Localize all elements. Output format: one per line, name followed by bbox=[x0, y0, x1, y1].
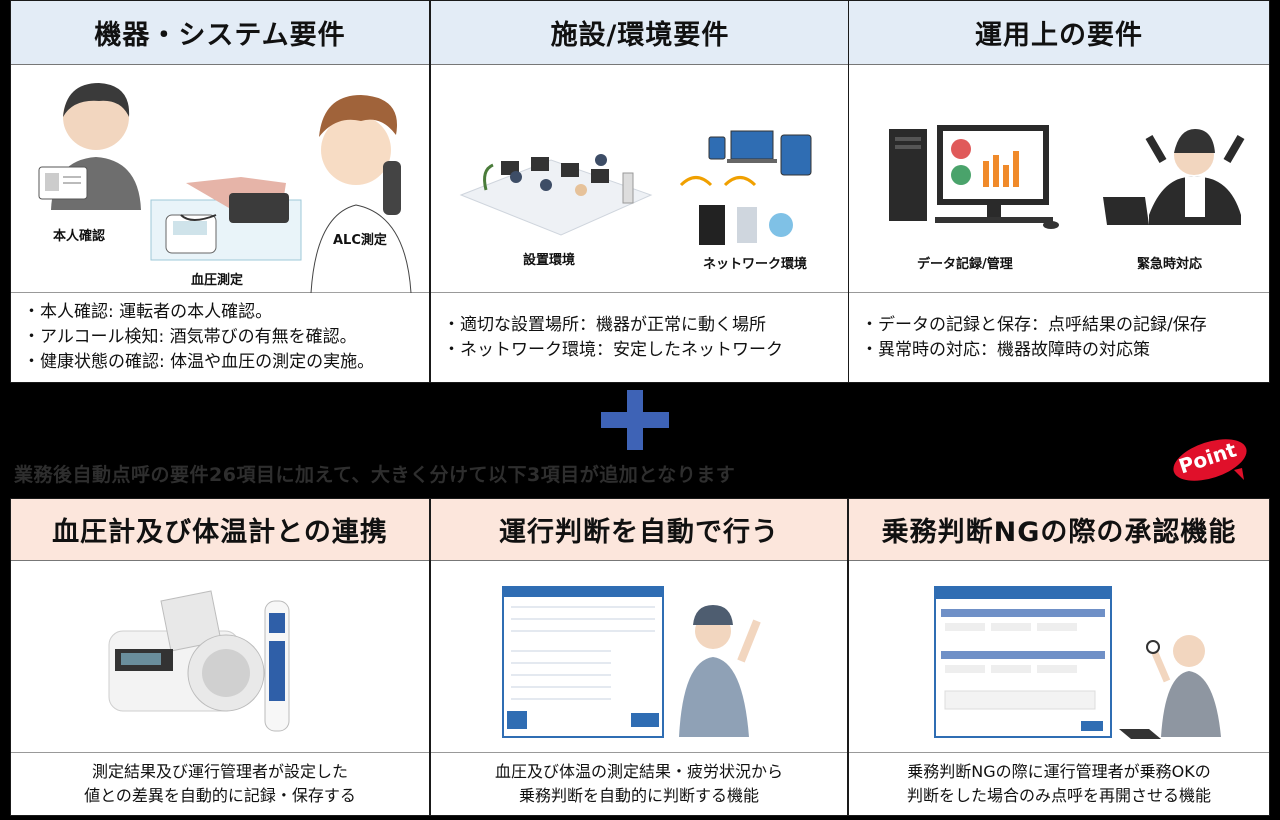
feature-description: 血圧及び体温の測定結果・疲労状況から 乗務判断を自動的に判断する機能 bbox=[431, 753, 847, 815]
description-line: 判断をした場合のみ点呼を再開させる機能 bbox=[906, 786, 1211, 805]
card-facility-requirements: 施設/環境要件 設置環境 bbox=[430, 0, 850, 383]
card-ng-approval: 乗務判断NGの際の承認機能 乗務判断NGの際に運行管理者が乗務OKの bbox=[848, 498, 1270, 816]
bullet-item: ・本人確認: 運転者の本人確認。 bbox=[23, 302, 273, 322]
description-line: 血圧及び体温の測定結果・疲労状況から bbox=[494, 762, 783, 781]
data-emergency-illustration bbox=[889, 125, 1245, 229]
illustration-area: 本人確認 血圧測定 ALC測定 bbox=[11, 65, 429, 293]
illustration-area: 設置環境 ネットワーク環境 bbox=[431, 65, 849, 293]
card-header: 運用上の要件 bbox=[849, 1, 1269, 65]
card-header: 血圧計及び体温計との連携 bbox=[11, 499, 429, 561]
feature-description: 測定結果及び運行管理者が設定した 値との差異を自動的に記録・保存する bbox=[11, 753, 429, 815]
bullet-item: ・データの記録と保存：点呼結果の記録/保存 bbox=[861, 314, 1207, 335]
banner-text: 業務後自動点呼の要件26項目に加えて、大きく分けて以下3項目が追加となります bbox=[14, 464, 736, 486]
illustration-area bbox=[431, 561, 847, 753]
label-network-environment: ネットワーク環境 bbox=[703, 257, 808, 272]
requirements-list: ・本人確認: 運転者の本人確認。 ・アルコール検知: 酒気帯びの有無を確認。 ・… bbox=[11, 293, 429, 382]
card-equipment-requirements: 機器・システム要件 bbox=[10, 0, 430, 383]
card-header: 乗務判断NGの際の承認機能 bbox=[849, 499, 1269, 561]
card-header: 施設/環境要件 bbox=[431, 1, 849, 65]
requirements-list: ・適切な設置場所：機器が正常に動く場所 ・ネットワーク環境：安定したネットワーク bbox=[431, 293, 849, 382]
label-data-management: データ記録/管理 bbox=[917, 257, 1013, 272]
label-alc-test: ALC測定 bbox=[333, 233, 387, 248]
plus-icon-vertical bbox=[627, 390, 643, 450]
requirements-list: ・データの記録と保存：点呼結果の記録/保存 ・異常時の対応：機器故障時の対応策 bbox=[849, 293, 1269, 382]
description-line: 乗務判断NGの際に運行管理者が乗務OKの bbox=[907, 762, 1211, 781]
judgement-screen-illustration bbox=[502, 586, 761, 738]
label-blood-pressure: 血圧測定 bbox=[191, 273, 244, 288]
bullet-item: ・適切な設置場所：機器が正常に動く場所 bbox=[443, 314, 766, 335]
card-header: 機器・システム要件 bbox=[11, 1, 429, 65]
label-emergency-response: 緊急時対応 bbox=[1137, 257, 1203, 272]
label-identity-check: 本人確認 bbox=[53, 229, 106, 244]
label-install-environment: 設置環境 bbox=[523, 253, 576, 268]
illustration-area bbox=[849, 561, 1269, 753]
description-line: 測定結果及び運行管理者が設定した bbox=[91, 762, 348, 781]
office-network-illustration bbox=[459, 130, 812, 245]
card-operation-requirements: 運用上の要件 bbox=[848, 0, 1270, 383]
bullet-item: ・健康状態の確認: 体温や血圧の測定の実施。 bbox=[23, 352, 375, 372]
identity-check-illustration bbox=[38, 83, 412, 293]
illustration-area: データ記録/管理 緊急時対応 bbox=[849, 65, 1269, 293]
bullet-item: ・ネットワーク環境：安定したネットワーク bbox=[443, 339, 783, 360]
card-device-integration: 血圧計及び体温計との連携 測定結果及び運行管理者が設定した 値との差異を自動的に… bbox=[10, 498, 430, 816]
bullet-item: ・アルコール検知: 酒気帯びの有無を確認。 bbox=[23, 327, 357, 347]
feature-description: 乗務判断NGの際に運行管理者が乗務OKの 判断をした場合のみ点呼を再開させる機能 bbox=[849, 753, 1269, 815]
card-auto-judgement: 運行判断を自動で行う 血圧及び体温の測定結果 bbox=[430, 498, 848, 816]
blood-pressure-monitor-illustration bbox=[108, 590, 290, 732]
approval-screen-illustration bbox=[934, 586, 1221, 739]
illustration-area bbox=[11, 561, 429, 753]
card-header: 運行判断を自動で行う bbox=[431, 499, 847, 561]
description-line: 乗務判断を自動的に判断する機能 bbox=[518, 786, 759, 805]
point-badge-icon bbox=[1173, 439, 1247, 481]
description-line: 値との差異を自動的に記録・保存する bbox=[84, 786, 356, 805]
bullet-item: ・異常時の対応：機器故障時の対応策 bbox=[861, 339, 1150, 360]
